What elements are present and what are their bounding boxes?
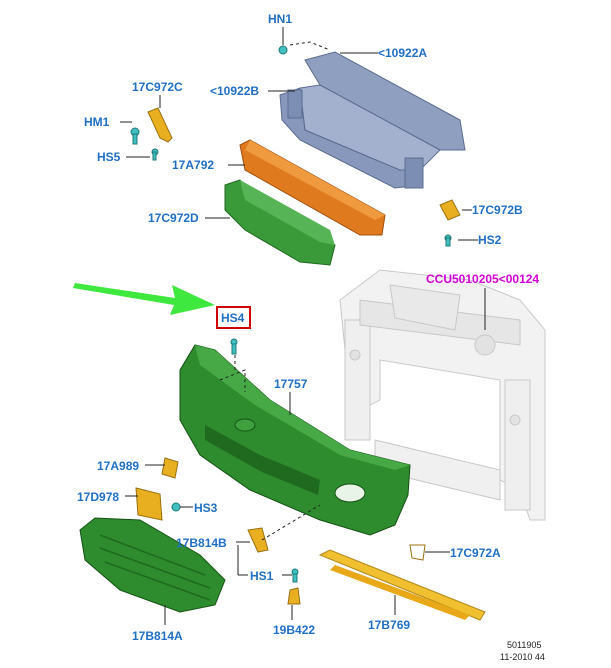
label-17b814b: 17B814B [176,536,227,550]
label-17b769: 17B769 [368,618,411,632]
label-hs4: HS4 [221,311,245,325]
label-17b814a: 17B814A [132,629,183,643]
label-hm1: HM1 [84,115,110,129]
label-17a989: 17A989 [97,459,140,473]
label-17c972d: 17C972D [148,211,199,225]
reference-code: 5011905 [507,640,542,650]
leader-lines [120,27,486,625]
label-17d978: 17D978 [77,490,120,504]
dashed-guides [219,41,331,541]
label-ccu: CCU5010205<00124 [426,272,540,286]
bumper-cover-part [179,344,411,536]
reference-date: 11-2010 44 [500,652,545,662]
label-hs1: HS1 [250,569,274,583]
label-19b422: 19B422 [273,623,316,637]
small-brackets-part [135,107,461,605]
label-17757: 17757 [274,377,308,391]
lower-grille-part [79,517,226,613]
label-hn1: HN1 [268,12,293,26]
energy-absorber-part [239,139,386,236]
label-hs2: HS2 [478,233,502,247]
bumper-strip-17b769-part [318,549,486,621]
label-17c972a: 17C972A [450,546,501,560]
label-hs5: HS5 [97,150,121,164]
label-10922b: <10922B [210,84,260,98]
label-17c972b: 17C972B [472,203,523,217]
label-10922a: <10922A [378,46,428,60]
label-17c972c: 17C972C [132,80,183,94]
front-end-carrier-part [339,269,546,521]
pointer-arrow-icon [73,283,215,315]
label-17a792: 17A792 [172,158,215,172]
bumper-reinforcement-beam-part [279,51,466,189]
fasteners-part [130,45,452,583]
bracket-17c972d-part [224,179,336,266]
label-hs3: HS3 [194,501,218,515]
hs4-highlight-box [216,306,251,329]
